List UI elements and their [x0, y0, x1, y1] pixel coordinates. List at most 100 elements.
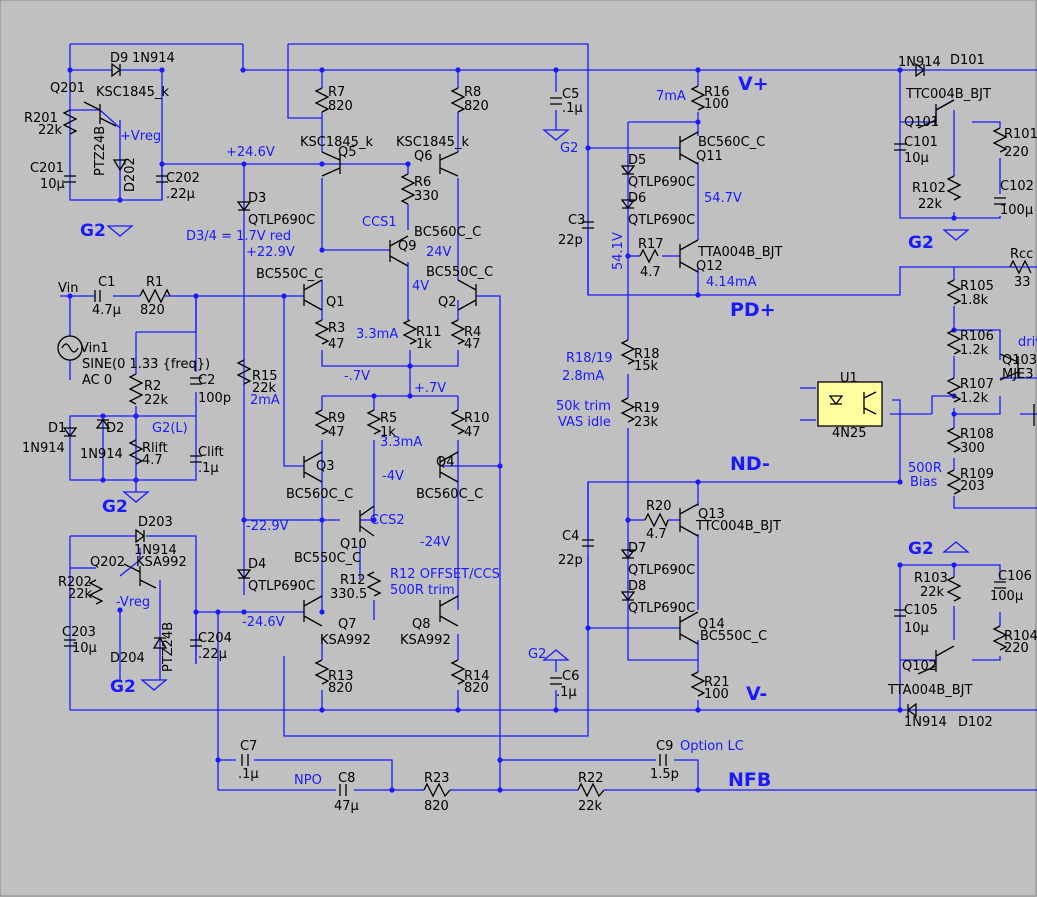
voltage-source: [57, 335, 83, 361]
c3-value: 22p: [558, 233, 583, 248]
r12-ref: R12: [340, 573, 366, 588]
net-nfb: NFB: [728, 769, 771, 791]
c6-value: .1µ: [556, 685, 577, 700]
q2-ref: Q2: [438, 295, 457, 310]
q102-value: TTA004B_BJT: [887, 683, 973, 698]
annotation-1: +22.9V: [246, 245, 295, 260]
c8-value: 47µ: [334, 799, 359, 814]
annotation-3: -24.6V: [242, 615, 285, 630]
d6-value: QTLP690C: [628, 213, 695, 228]
annotation-17: -Vreg: [116, 595, 150, 610]
q14-ref: Q14: [698, 617, 725, 632]
r7-value: 820: [328, 99, 353, 114]
q9-ref: Q9: [398, 239, 417, 254]
c5-ref: C5: [562, 87, 579, 102]
r19-value: 23k: [634, 415, 659, 430]
r7-ref: R7: [328, 85, 345, 100]
c7-value: .1µ: [238, 767, 259, 782]
c2-value: 100p: [198, 391, 231, 406]
d203-ref: D203: [138, 515, 173, 530]
d102-ref: D102: [958, 715, 993, 730]
annotation-7: 24V: [426, 245, 452, 260]
annotation-25: VAS idle: [558, 415, 611, 430]
d5-value: QTLP690C: [628, 175, 695, 190]
d5-ref: D5: [628, 153, 646, 168]
r3-value: 47: [328, 337, 345, 352]
r16-value: 100: [704, 97, 729, 112]
r9-value: 47: [328, 425, 345, 440]
d4-ref: D4: [248, 557, 266, 572]
d8-value: QTLP690C: [628, 601, 695, 616]
annotation-20: 54.1V: [611, 232, 626, 270]
annotation-14: +.7V: [414, 381, 446, 396]
r17-value: 4.7: [640, 265, 661, 280]
r202-value: 22k: [68, 587, 93, 602]
annotation-0: +24.6V: [226, 145, 275, 160]
g2-label-1: G2: [80, 221, 106, 241]
u1-ref: U1: [840, 371, 858, 386]
r102-ref: R102: [912, 181, 946, 196]
annotation-27: 500R trim: [390, 583, 455, 598]
r23-ref: R23: [424, 771, 450, 786]
r109-ref: R109: [960, 467, 994, 482]
annotation-13: -.7V: [344, 369, 370, 384]
r5-ref: R5: [380, 411, 397, 426]
r103-value: 22k: [920, 585, 945, 600]
d203-value: 1N914: [134, 543, 177, 558]
annotation-16: +Vreg: [120, 129, 161, 144]
rlift-value: 4.7: [142, 453, 163, 468]
r105-ref: R105: [960, 279, 994, 294]
net-ndminus: ND-: [730, 453, 770, 475]
q101-ref: Q101: [904, 115, 939, 130]
rlift-ref: Rlift: [142, 441, 168, 456]
r8-ref: R8: [464, 85, 481, 100]
r106-ref: R106: [960, 329, 994, 344]
q5-value: KSC1845_k: [300, 135, 373, 150]
c102-value: 100µ: [1000, 203, 1033, 218]
q6-ref: Q6: [414, 149, 433, 164]
r107-value: 1.2k: [960, 391, 989, 406]
annotation-31: Option LC: [680, 739, 744, 754]
r22-ref: R22: [578, 771, 604, 786]
q202-value: KSA992: [136, 555, 187, 570]
d7-value: QTLP690C: [628, 563, 695, 578]
annotation-29: Bias: [910, 475, 937, 490]
r17-ref: R17: [638, 237, 664, 252]
annotation-4: D3/4 = 1.7V red: [186, 229, 291, 244]
annotation-19: 54.7V: [704, 191, 742, 206]
c203-value: 10µ: [72, 641, 97, 656]
r3-ref: R3: [328, 321, 345, 336]
c6-ref: C6: [562, 669, 579, 684]
c5-value: .1µ: [562, 101, 583, 116]
d202-ref: D202: [123, 157, 138, 192]
r1-ref: R1: [146, 275, 163, 290]
net-vplus: V+: [738, 73, 769, 95]
q8-ref: Q8: [412, 617, 431, 632]
r108-ref: R108: [960, 427, 994, 442]
r106-value: 1.2k: [960, 343, 989, 358]
r103-ref: R103: [914, 571, 948, 586]
annotation-15: 2mA: [250, 393, 280, 408]
r101-value: 220: [1004, 145, 1029, 160]
r6-ref: R6: [414, 175, 431, 190]
annotation-24: 50k trim: [556, 399, 611, 414]
q4-value: BC560C_C: [416, 487, 483, 502]
d1-value: 1N914: [22, 441, 65, 456]
q7-value: KSA992: [320, 633, 371, 648]
c204-ref: C204: [198, 631, 232, 646]
r1-value: 820: [140, 303, 165, 318]
q4-ref: Q4: [436, 455, 455, 470]
annotation-28: 500R: [908, 461, 942, 476]
r13-value: 820: [328, 681, 353, 696]
annotation-5: CCS1: [362, 215, 397, 230]
annotation-21: 4.14mA: [706, 275, 757, 290]
d101-ref: D101: [950, 53, 985, 68]
r9-ref: R9: [328, 411, 345, 426]
r101-ref: R101: [1004, 127, 1037, 142]
r107-ref: R107: [960, 377, 994, 392]
annotation-10: -24V: [420, 535, 450, 550]
g2-label-3: G2: [110, 677, 136, 697]
annotation-11: 3.3mA: [356, 327, 398, 342]
g2-label-2: G2: [102, 497, 128, 517]
